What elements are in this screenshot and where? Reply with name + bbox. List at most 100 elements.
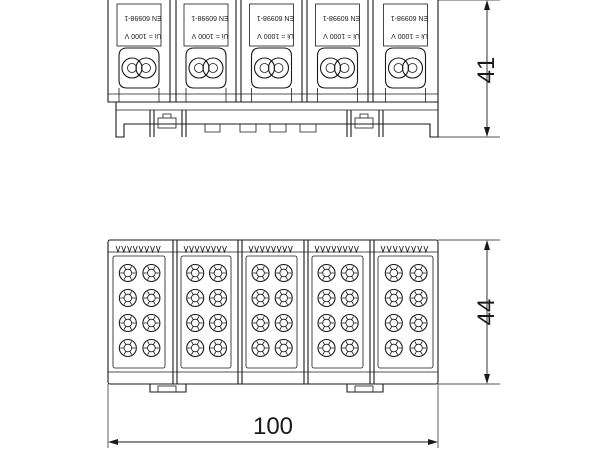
- screw-head-icon: [317, 338, 336, 358]
- screw-icon: [387, 57, 410, 79]
- dimension-44-label: 44: [473, 299, 500, 326]
- screw-icon: [319, 57, 342, 79]
- terminal-housing: [384, 47, 427, 89]
- side-terminal-module: EN 60998-1 Ui = 1000 V: [383, 3, 428, 102]
- screw-icon: [135, 57, 157, 79]
- screw-head-icon: [274, 313, 293, 333]
- screw-head-icon: [208, 313, 228, 333]
- plan-terminal-module: [369, 240, 434, 384]
- screw-head-icon: [384, 288, 403, 308]
- screw-hole-icon: [259, 63, 270, 73]
- screw-head-icon: [142, 263, 161, 283]
- terminal-housing: [250, 47, 293, 89]
- screw-icon: [121, 57, 143, 79]
- screw-head-icon: [340, 263, 359, 283]
- marking-standard: EN 60998-1: [191, 14, 228, 21]
- dimension-100: 100: [107, 384, 439, 448]
- module-frame: [311, 255, 364, 369]
- screw-head-icon: [317, 313, 336, 333]
- screw-head-icon: [118, 313, 137, 333]
- screw-head-icon: [317, 263, 336, 283]
- marking-plate: [249, 3, 294, 47]
- screw-icon: [333, 57, 356, 79]
- screw-head-icon: [142, 338, 161, 358]
- module-frame: [180, 255, 232, 369]
- screw-hole-icon: [393, 63, 404, 73]
- screw-icon: [267, 57, 290, 79]
- marking-voltage: Ui = 1000 V: [257, 32, 294, 39]
- screw-head-icon: [118, 263, 137, 283]
- marking-standard: EN 60998-1: [257, 14, 294, 21]
- screw-head-icon: [274, 263, 293, 283]
- module-frame: [112, 255, 166, 369]
- screw-head-icon: [409, 338, 428, 358]
- screw-head-icon: [274, 288, 293, 308]
- module-frame: [377, 255, 434, 369]
- screw-icon: [253, 57, 276, 79]
- screw-head-icon: [340, 313, 359, 333]
- screw-head-icon: [384, 263, 403, 283]
- dimension-41: 41: [438, 0, 500, 138]
- screw-head-icon: [251, 338, 270, 358]
- screw-head-icon: [118, 338, 137, 358]
- screw-hole-icon: [141, 63, 151, 73]
- plan-view-terminals: [112, 240, 434, 384]
- plan-terminal-module: [237, 240, 298, 384]
- marking-voltage: Ui = 1000 V: [391, 32, 428, 39]
- marking-standard: EN 60998-1: [124, 14, 161, 21]
- plan-terminal-module: [112, 245, 166, 369]
- screw-head-icon: [251, 313, 270, 333]
- marking-voltage: Ui = 1000 V: [323, 32, 360, 39]
- screw-head-icon: [186, 288, 205, 308]
- screw-hole-icon: [194, 63, 204, 73]
- screw-head-icon: [142, 288, 161, 308]
- side-terminal-module: EN 60998-1 Ui = 1000 V: [116, 3, 162, 102]
- side-terminal-module: EN 60998-1 Ui = 1000 V: [315, 3, 360, 102]
- screw-head-icon: [317, 288, 336, 308]
- screw-head-icon: [208, 338, 228, 358]
- marking-voltage: Ui = 1000 V: [191, 32, 228, 39]
- screw-head-icon: [409, 288, 428, 308]
- screw-head-icon: [186, 263, 205, 283]
- module-frame: [245, 255, 298, 369]
- dimension-100-label: 100: [253, 413, 293, 440]
- plan-terminal-module: [172, 240, 232, 384]
- screw-icon: [202, 57, 224, 79]
- terminal-housing: [185, 47, 227, 89]
- screw-hole-icon: [407, 63, 418, 73]
- screw-hole-icon: [273, 63, 284, 73]
- screw-hole-icon: [208, 63, 218, 73]
- screw-icon: [188, 57, 210, 79]
- marking-plate: [116, 3, 162, 47]
- screw-head-icon: [251, 288, 270, 308]
- terminal-housing: [118, 47, 160, 89]
- screw-head-icon: [208, 263, 228, 283]
- screw-head-icon: [274, 338, 293, 358]
- screw-hole-icon: [325, 63, 336, 73]
- screw-hole-icon: [339, 63, 350, 73]
- marking-voltage: Ui = 1000 V: [124, 32, 161, 39]
- dimension-44: 44: [438, 239, 500, 385]
- screw-head-icon: [251, 263, 270, 283]
- side-view-terminals: EN 60998-1 Ui = 1000 V EN 60998-1 Ui = 1000…: [116, 3, 428, 102]
- plan-terminal-module: [303, 240, 364, 384]
- side-terminal-module: EN 60998-1 Ui = 1000 V: [249, 3, 294, 102]
- screw-head-icon: [384, 313, 403, 333]
- screw-head-icon: [118, 288, 137, 308]
- screw-head-icon: [340, 338, 359, 358]
- marking-plate: [183, 3, 229, 47]
- marking-standard: EN 60998-1: [391, 14, 428, 21]
- screw-head-icon: [186, 338, 205, 358]
- screw-head-icon: [142, 313, 161, 333]
- marking-plate: [383, 3, 428, 47]
- marking-plate: [315, 3, 360, 47]
- screw-head-icon: [409, 313, 428, 333]
- terminal-housing: [316, 47, 359, 89]
- marking-standard: EN 60998-1: [323, 14, 360, 21]
- screw-hole-icon: [127, 63, 137, 73]
- screw-head-icon: [186, 313, 205, 333]
- screw-head-icon: [409, 263, 428, 283]
- side-terminal-module: EN 60998-1 Ui = 1000 V: [183, 3, 229, 102]
- screw-icon: [401, 57, 424, 79]
